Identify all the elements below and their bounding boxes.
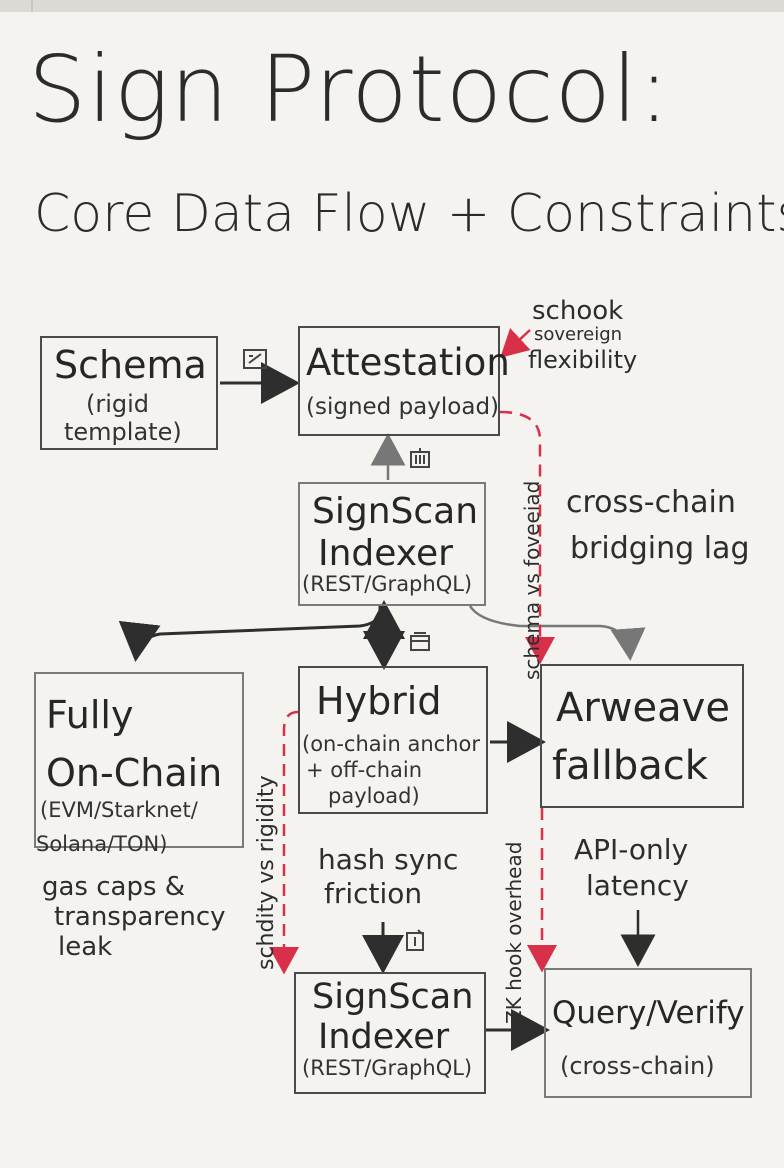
note-cross-chain-2: bridging lag (570, 531, 750, 566)
page-title: Sign Protocol: (28, 36, 671, 143)
schema-sub-1: (rigid (86, 390, 150, 418)
schema-node (40, 336, 218, 450)
arweave-node (540, 664, 744, 808)
arweave-name-2: fallback (552, 743, 708, 789)
paper-top-strip (0, 0, 784, 12)
query-verify-sub: (cross-chain) (560, 1052, 715, 1080)
fully-onchain-name-1: Fully (46, 693, 134, 737)
arweave-name-1: Arweave (556, 685, 730, 731)
signscan-bottom-node (294, 972, 486, 1094)
signscan-top-sub: (REST/GraphQL) (302, 572, 473, 596)
fully-onchain-sub-2: Solana/TON) (36, 832, 168, 856)
hybrid-label: Hybrid (316, 679, 442, 723)
attestation-label: Attestation (306, 341, 510, 384)
note-sovereign: sovereign (534, 324, 623, 345)
server-icon (408, 446, 432, 474)
page-subtitle: Core Data Flow + Constraints (34, 184, 784, 244)
note-zk: ZK hook overhead (502, 841, 526, 1024)
note-schema-vs: schema vs foveeiad (520, 480, 544, 680)
signscan-bottom-name-2: Indexer (318, 1017, 450, 1057)
flipchart-paper (0, 12, 784, 1168)
note-cross-chain-1: cross-chain (566, 485, 736, 520)
database-icon (408, 630, 432, 658)
note-api-2: latency (586, 869, 689, 902)
paper-edge (31, 0, 33, 12)
hybrid-sub-3: payload) (328, 784, 420, 808)
document-icon (404, 928, 426, 956)
query-verify-node (544, 968, 752, 1098)
hybrid-node (298, 666, 488, 814)
note-gas-1: gas caps & (42, 872, 186, 902)
signscan-bottom-name-1: SignScan (312, 977, 474, 1017)
schema-sub-2: template) (64, 418, 182, 446)
note-gas-2: transparency (54, 902, 226, 932)
query-verify-name: Query/Verify (552, 995, 745, 1031)
fully-onchain-node (34, 672, 244, 848)
fully-onchain-name-2: On-Chain (46, 751, 223, 795)
attestation-sub: (signed payload) (306, 394, 500, 420)
hybrid-sub-2: + off-chain (306, 758, 423, 782)
signscan-bottom-sub: (REST/GraphQL) (302, 1056, 473, 1080)
hybrid-sub-1: (on-chain anchor (302, 732, 480, 756)
note-api-1: API-only (574, 833, 689, 866)
note-schook: schook (532, 296, 624, 326)
signscan-top-name-2: Indexer (318, 533, 453, 574)
edit-doc-icon (242, 348, 268, 374)
signscan-top-name-1: SignScan (312, 491, 479, 532)
note-hash-1: hash sync (318, 843, 459, 876)
note-flexibility: flexibility (528, 346, 638, 374)
schema-label: Schema (54, 343, 207, 387)
fully-onchain-sub-1: (EVM/Starknet/ (40, 798, 198, 822)
note-hash-2: friction (324, 877, 423, 910)
attestation-node (298, 326, 500, 436)
signscan-top-node (298, 482, 486, 606)
note-gas-3: leak (58, 932, 113, 962)
note-schdity: schdity vs rigidity (254, 775, 279, 970)
